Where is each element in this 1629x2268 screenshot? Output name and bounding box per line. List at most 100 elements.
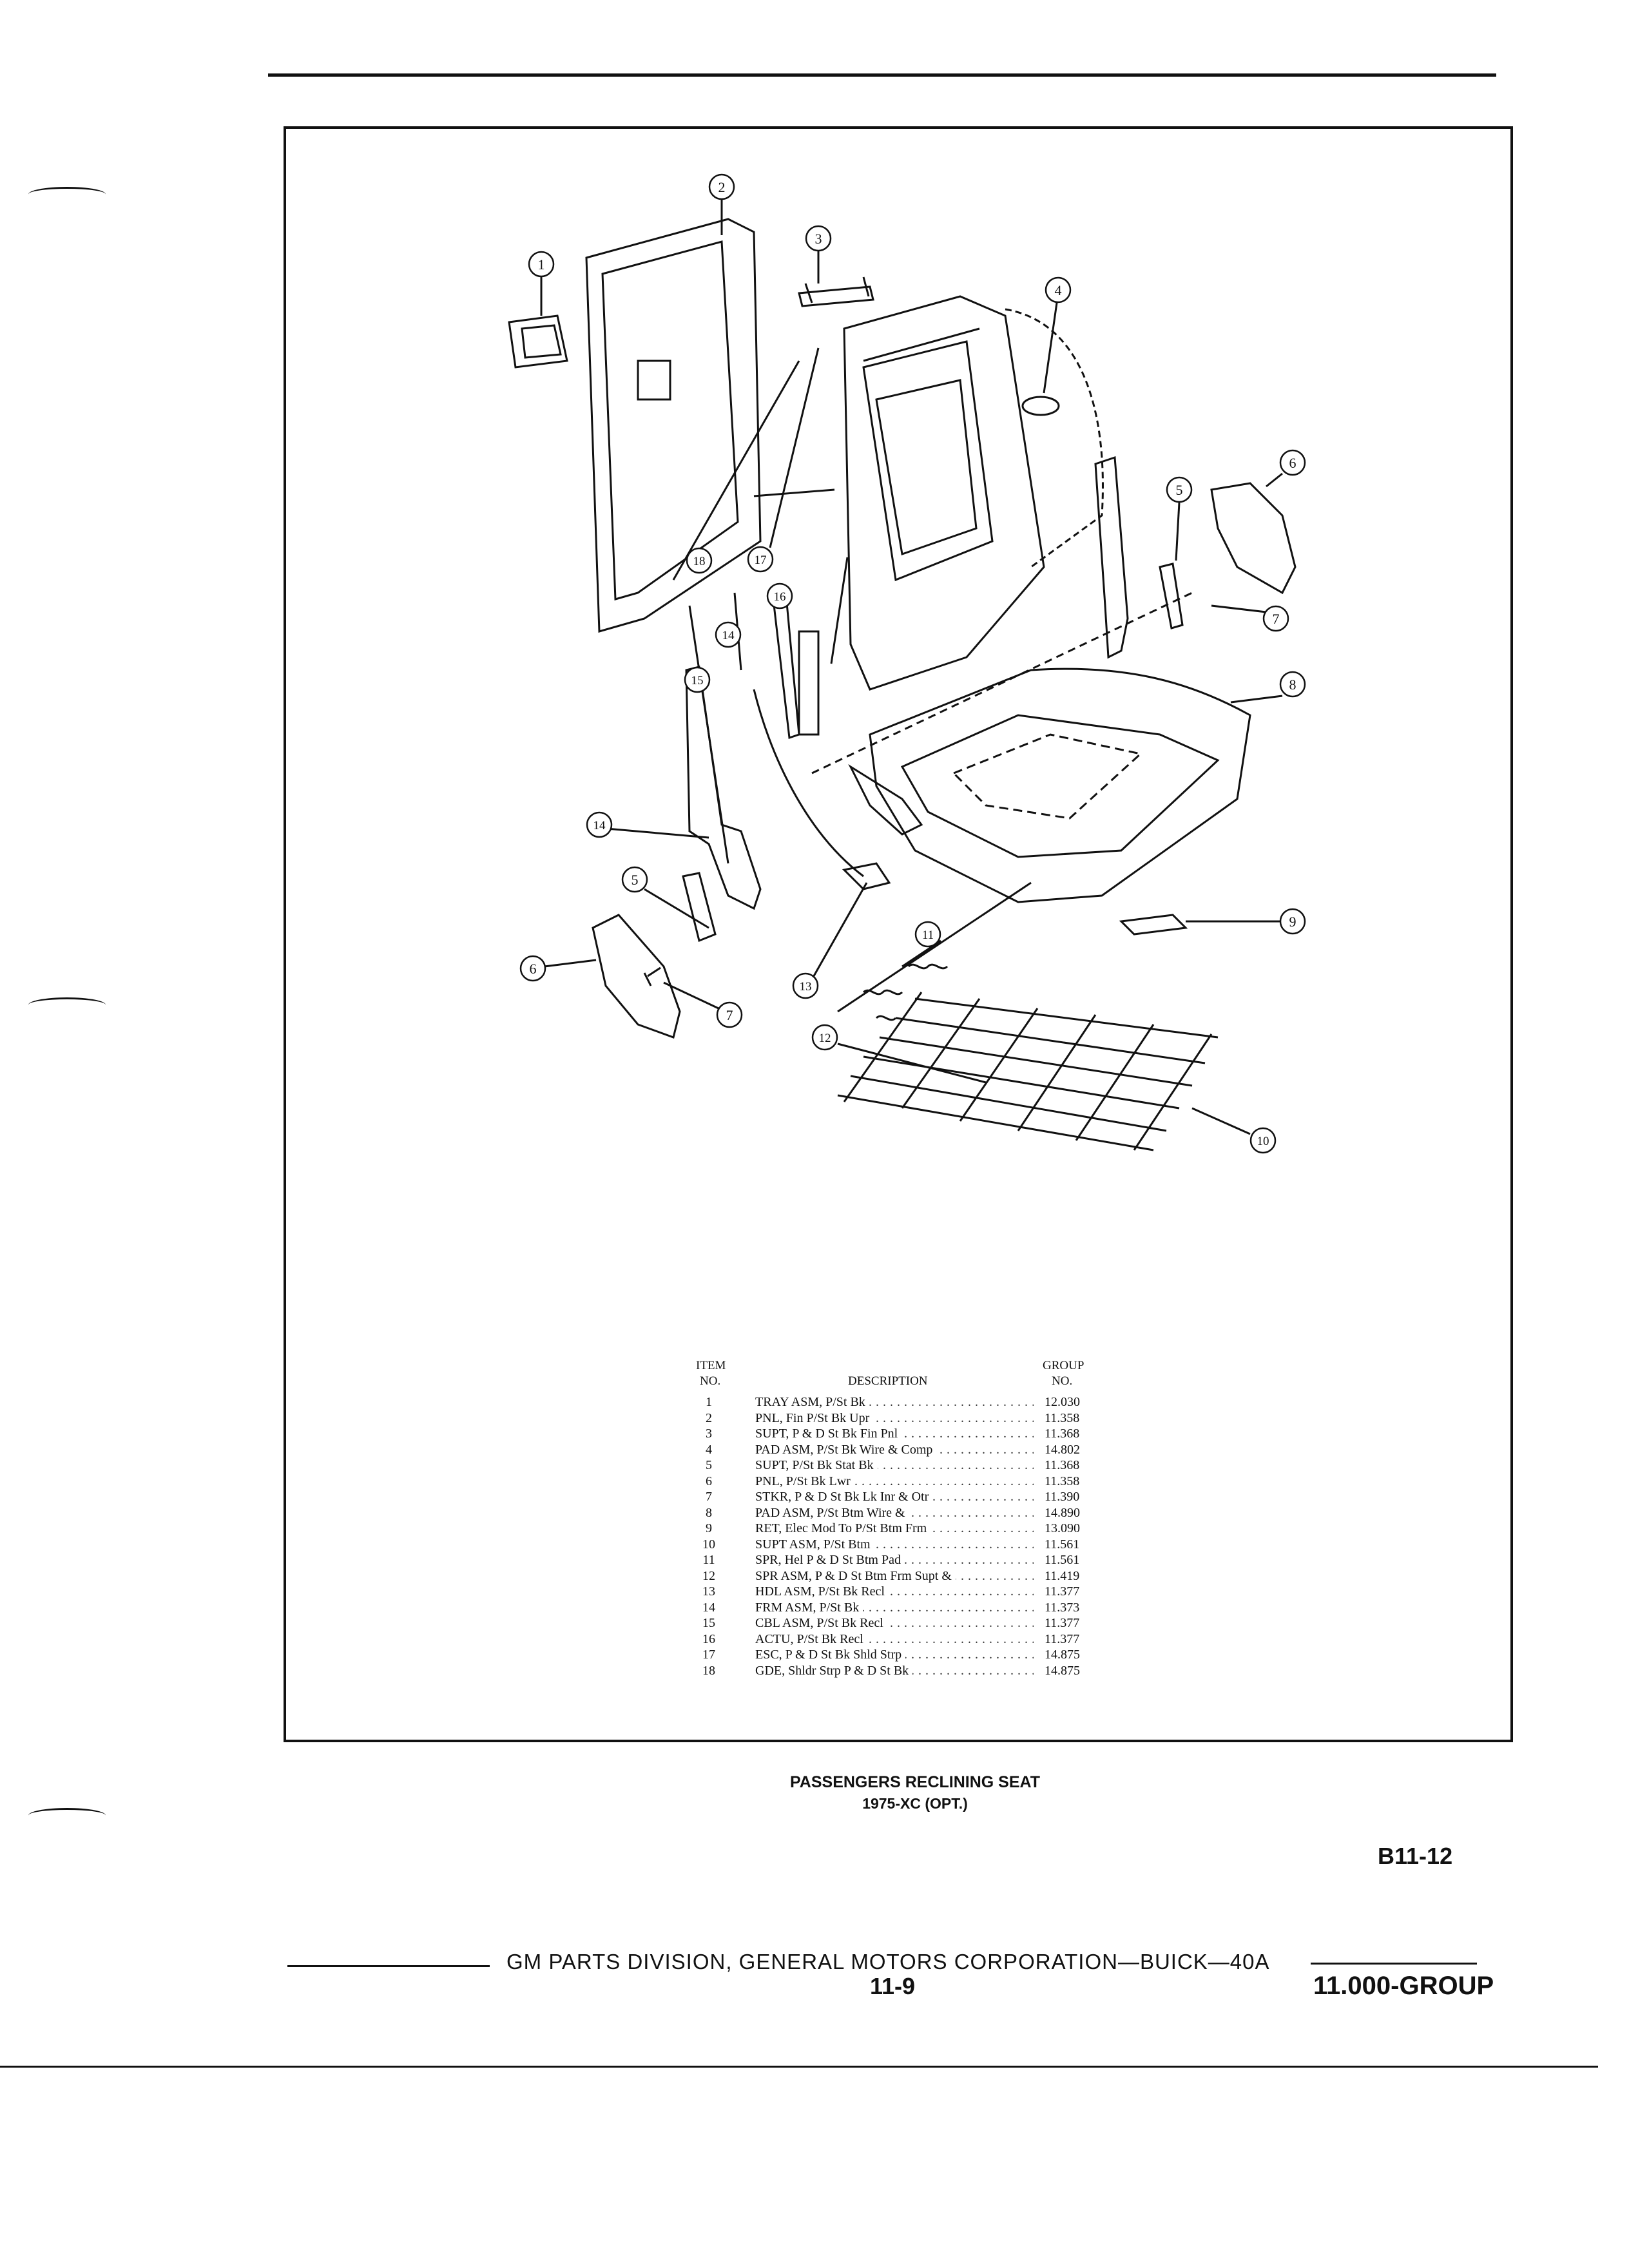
item-description: HDL ASM, P/St Bk Recl xyxy=(755,1584,889,1600)
group-number: 11.419 xyxy=(1041,1568,1080,1584)
item-description: RET, Elec Mod To P/St Btm Frm xyxy=(755,1521,931,1537)
item-number: 6 xyxy=(706,1474,712,1488)
group-number: 13.090 xyxy=(1041,1521,1080,1537)
group-number: 11.561 xyxy=(1041,1552,1080,1568)
svg-text:16: 16 xyxy=(774,590,786,604)
bottom-rule xyxy=(0,2066,1598,2068)
item-description: SPR ASM, P & D St Btm Frm Supt & xyxy=(755,1568,956,1584)
item-description: GDE, Shldr Strp P & D St Bk xyxy=(755,1662,913,1678)
callout-13: 13 xyxy=(792,972,819,999)
exploded-seat-diagram: 1 2 3 4 5 6 7 8 9 10 xyxy=(508,173,1306,1154)
table-row: 12......................................… xyxy=(696,1568,1108,1584)
svg-text:6: 6 xyxy=(1289,455,1296,471)
svg-text:4: 4 xyxy=(1055,282,1062,298)
item-number: 17 xyxy=(702,1648,715,1662)
item-description: ACTU, P/St Bk Recl xyxy=(755,1631,867,1647)
group-number: 12.030 xyxy=(1041,1394,1080,1410)
footer-group: 11.000-GROUP xyxy=(1313,1972,1494,2000)
footer-publisher: GM PARTS DIVISION, GENERAL MOTORS CORPOR… xyxy=(506,1950,1270,1974)
item-number: 13 xyxy=(702,1584,715,1599)
item-description: PNL, Fin P/St Bk Upr xyxy=(755,1410,874,1426)
item-number: 2 xyxy=(706,1410,712,1425)
table-row: 3.......................................… xyxy=(696,1426,1108,1442)
item-description: STKR, P & D St Bk Lk Inr & Otr xyxy=(755,1489,933,1505)
header-group: GROUP xyxy=(1043,1359,1084,1372)
callout-1: 1 xyxy=(528,251,555,278)
callout-9: 9 xyxy=(1279,908,1306,935)
group-number: 11.377 xyxy=(1041,1631,1080,1647)
item-number: 9 xyxy=(706,1521,712,1535)
table-row: 4.......................................… xyxy=(696,1441,1108,1457)
item-description: ESC, P & D St Bk Shld Strp xyxy=(755,1647,906,1663)
callout-7: 7 xyxy=(1262,605,1289,632)
group-number: 11.368 xyxy=(1041,1426,1080,1442)
item-description: TRAY ASM, P/St Bk xyxy=(755,1394,869,1410)
svg-text:13: 13 xyxy=(800,980,812,994)
group-number: 14.875 xyxy=(1041,1647,1080,1663)
callout-7-left: 7 xyxy=(716,1001,743,1028)
svg-text:18: 18 xyxy=(693,555,706,568)
table-row: 16......................................… xyxy=(696,1631,1108,1647)
callout-2: 2 xyxy=(708,173,735,200)
item-number: 7 xyxy=(706,1490,712,1504)
figure-title: PASSENGERS RECLINING SEAT xyxy=(789,1773,1040,1791)
callout-18: 18 xyxy=(686,547,713,574)
table-row: 17......................................… xyxy=(696,1647,1108,1663)
callout-11: 11 xyxy=(914,921,941,948)
group-number: 14.890 xyxy=(1041,1504,1080,1521)
svg-text:1: 1 xyxy=(538,256,545,273)
group-number: 11.390 xyxy=(1041,1489,1080,1505)
header-group-no: NO. xyxy=(1052,1374,1073,1388)
margin-mark xyxy=(28,997,106,1012)
svg-text:3: 3 xyxy=(815,231,822,247)
item-description: SUPT, P & D St Bk Fin Pnl xyxy=(755,1426,902,1442)
footer-rule-left xyxy=(287,1965,490,1967)
group-number: 11.358 xyxy=(1041,1410,1080,1426)
page-code: B11-12 xyxy=(1378,1843,1453,1869)
parts-table-body: 1.......................................… xyxy=(696,1394,1108,1678)
table-row: 5.......................................… xyxy=(696,1457,1108,1474)
group-number: 11.358 xyxy=(1041,1473,1080,1489)
item-description: PAD ASM, P/St Bk Wire & Comp xyxy=(755,1441,937,1457)
item-number: 3 xyxy=(706,1427,712,1441)
header-item: ITEM xyxy=(696,1359,726,1372)
item-description: PNL, P/St Bk Lwr xyxy=(755,1473,854,1489)
item-number: 15 xyxy=(702,1616,715,1630)
item-description: SUPT, P/St Bk Stat Bk xyxy=(755,1457,878,1474)
table-row: 10......................................… xyxy=(696,1536,1108,1552)
group-number: 11.373 xyxy=(1041,1599,1080,1615)
item-number: 16 xyxy=(702,1631,715,1646)
svg-text:10: 10 xyxy=(1257,1135,1269,1148)
svg-text:8: 8 xyxy=(1289,677,1296,693)
figure-subtitle: 1975-XC (OPT.) xyxy=(862,1795,968,1812)
callout-15: 15 xyxy=(684,666,711,693)
table-row: 15......................................… xyxy=(696,1615,1108,1631)
callout-16: 16 xyxy=(766,582,793,610)
callout-5-left: 5 xyxy=(621,866,648,893)
parts-table-header: ITEM NO. DESCRIPTION GROUP NO. xyxy=(696,1358,1108,1394)
header-description: DESCRIPTION xyxy=(848,1374,928,1388)
svg-text:2: 2 xyxy=(718,179,726,195)
table-row: 18......................................… xyxy=(696,1662,1108,1678)
item-description: SUPT ASM, P/St Btm xyxy=(755,1536,874,1552)
item-number: 5 xyxy=(706,1458,712,1472)
footer-page-number: 11-9 xyxy=(870,1973,916,1999)
item-number: 14 xyxy=(702,1600,715,1615)
callout-10: 10 xyxy=(1249,1127,1277,1154)
svg-text:14: 14 xyxy=(722,629,735,642)
table-row: 13......................................… xyxy=(696,1584,1108,1600)
item-number: 8 xyxy=(706,1505,712,1520)
footer-rule-right xyxy=(1311,1963,1477,1965)
svg-text:12: 12 xyxy=(819,1032,831,1045)
callout-12: 12 xyxy=(811,1024,838,1051)
group-number: 11.377 xyxy=(1041,1584,1080,1600)
svg-text:5: 5 xyxy=(1176,482,1183,498)
table-row: 8.......................................… xyxy=(696,1504,1108,1521)
item-number: 10 xyxy=(702,1537,715,1552)
table-row: 11......................................… xyxy=(696,1552,1108,1568)
svg-text:7: 7 xyxy=(726,1007,733,1023)
item-number: 11 xyxy=(702,1553,715,1567)
group-number: 11.368 xyxy=(1041,1457,1080,1474)
table-row: 14......................................… xyxy=(696,1599,1108,1615)
callout-8: 8 xyxy=(1279,671,1306,698)
